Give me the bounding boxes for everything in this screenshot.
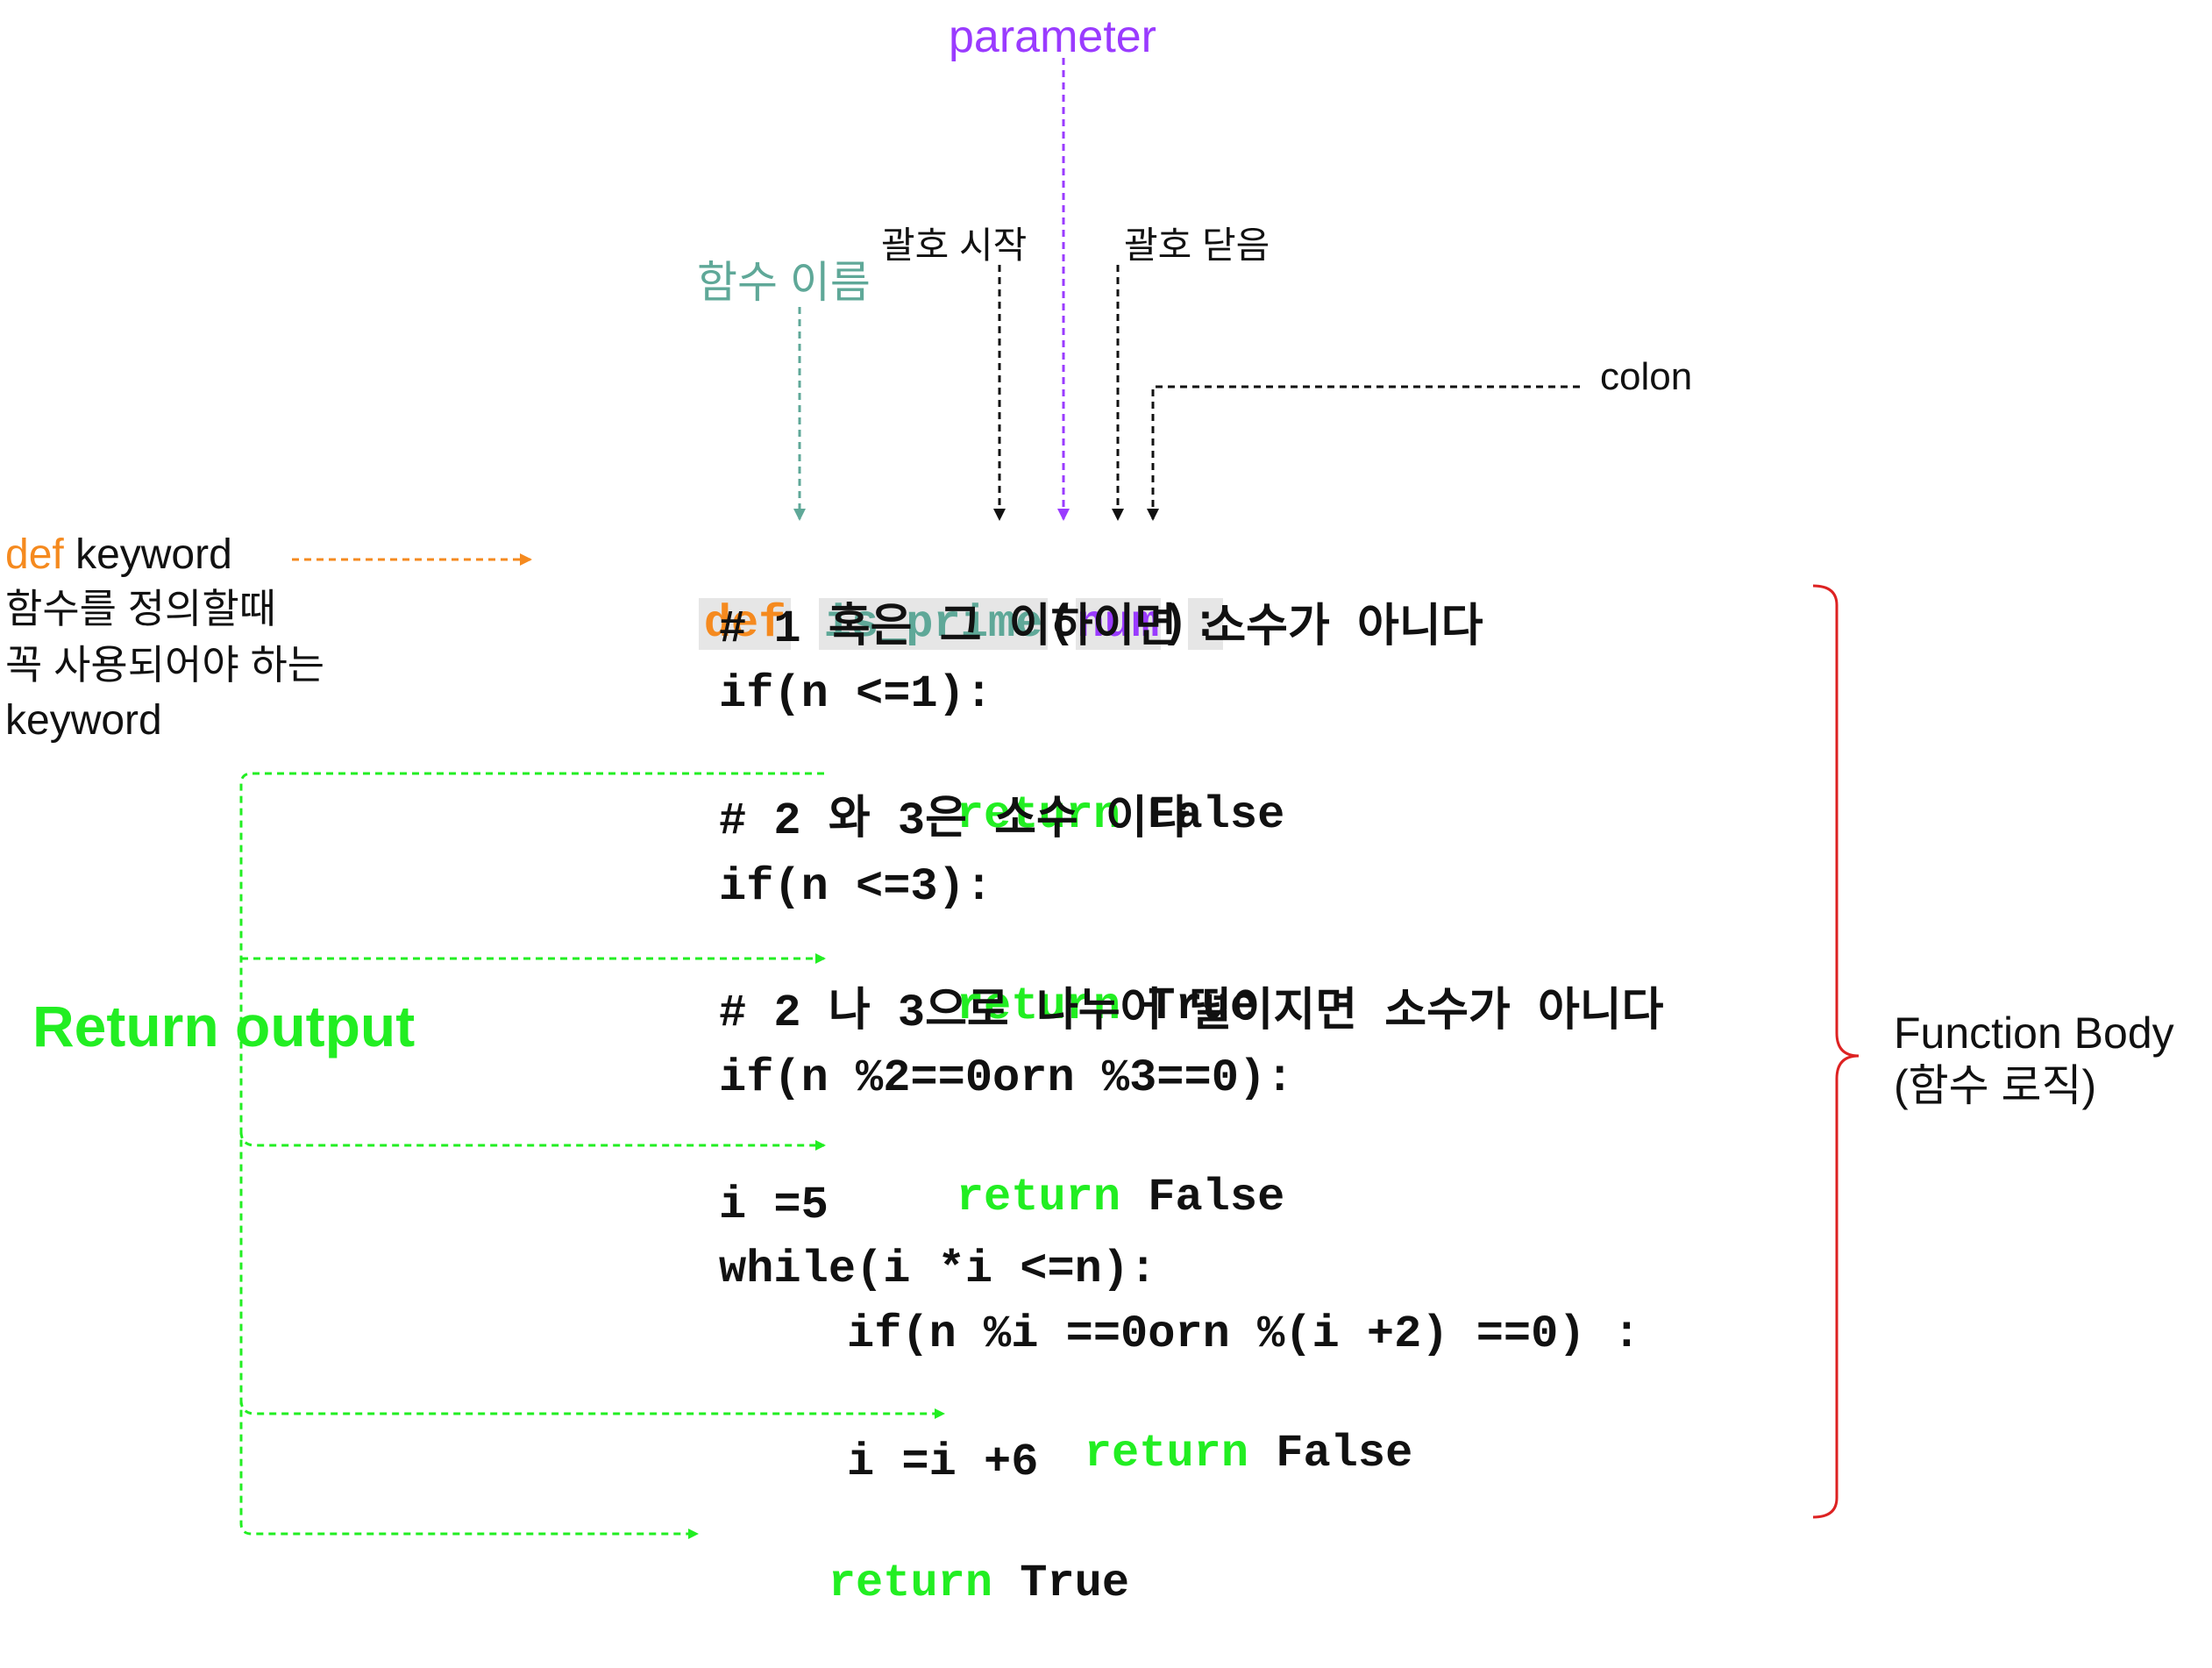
code-if-3: if(n %2==0orn %3==0): bbox=[719, 1052, 1294, 1104]
open-paren: ( bbox=[1048, 598, 1076, 650]
annotation-arrows bbox=[239, 58, 1860, 1539]
return-keyword: return bbox=[956, 1172, 1121, 1223]
def-desc-line-1: 함수를 정의할때 bbox=[5, 586, 277, 631]
function-name: is_prime bbox=[818, 598, 1049, 650]
code-def-line: def is_prime(num): bbox=[589, 540, 1223, 709]
code-if-2: if(n <=3): bbox=[719, 861, 993, 913]
code-return-1: return False bbox=[847, 731, 1284, 900]
code-while: while(i *i <=n): bbox=[719, 1244, 1157, 1295]
paren-close-label: 괄호 닫음 bbox=[1124, 225, 1270, 266]
return-keyword: return bbox=[1084, 1428, 1249, 1479]
def-desc-line-3: keyword bbox=[5, 697, 162, 744]
close-paren: ) bbox=[1161, 598, 1189, 650]
def-word: def bbox=[5, 531, 64, 578]
def-keyword-label: def keyword bbox=[5, 532, 232, 578]
code-comment-3: # 2 나 3으로 나누어 떨이지면 소수가 아니다 bbox=[719, 987, 1664, 1039]
return-value: False bbox=[1248, 1428, 1413, 1479]
def-desc-line-2: 꼭 사용되어야 하는 bbox=[5, 642, 325, 688]
function-anatomy-diagram: parameter 함수 이름 괄호 시작 괄호 닫음 colon def ke… bbox=[5, 11, 2174, 1609]
colon: : bbox=[1188, 598, 1223, 650]
def-keyword: def bbox=[698, 598, 792, 650]
parameter-label: parameter bbox=[949, 11, 1156, 62]
code-return-3: return False bbox=[847, 1114, 1284, 1282]
code-if-4: if(n %i ==0orn %(i +2) ==0) : bbox=[847, 1308, 1640, 1360]
code-comment-2: # 2 와 3은 소수 이다 bbox=[719, 795, 1190, 847]
return-keyword: return bbox=[828, 1558, 993, 1609]
return-output-label: Return output bbox=[32, 994, 416, 1059]
code-i-inc: i =i +6 bbox=[847, 1436, 1039, 1488]
code-return-2: return True bbox=[847, 923, 1257, 1091]
parameter: num bbox=[1075, 598, 1162, 650]
func-name-label: 함수 이름 bbox=[697, 258, 871, 307]
function-body-brace bbox=[1812, 584, 1860, 1519]
code-if-1: if(n <=1): bbox=[719, 668, 993, 720]
function-body-sublabel: (함수 로직) bbox=[1894, 1061, 2097, 1110]
return-output-connectors bbox=[239, 772, 945, 1539]
function-body-label: Function Body bbox=[1894, 1009, 2174, 1058]
colon-label: colon bbox=[1600, 355, 1693, 398]
keyword-word: keyword bbox=[63, 531, 232, 578]
return-value: False bbox=[1120, 1172, 1285, 1223]
return-value: False bbox=[1120, 789, 1285, 841]
code-return-4: return False bbox=[975, 1370, 1412, 1538]
return-value: True bbox=[992, 1558, 1130, 1609]
code-i-init: i =5 bbox=[719, 1180, 829, 1231]
code-return-final: return True bbox=[719, 1500, 1129, 1668]
return-value: True bbox=[1120, 980, 1258, 1032]
paren-open-label: 괄호 시작 bbox=[881, 225, 1028, 266]
return-keyword: return bbox=[956, 980, 1121, 1032]
code-comment-1: # 1 혹은 그 이하이면 소수가 아니다 bbox=[719, 603, 1483, 655]
colon-arrow bbox=[1147, 385, 1580, 521]
return-keyword: return bbox=[956, 789, 1121, 841]
